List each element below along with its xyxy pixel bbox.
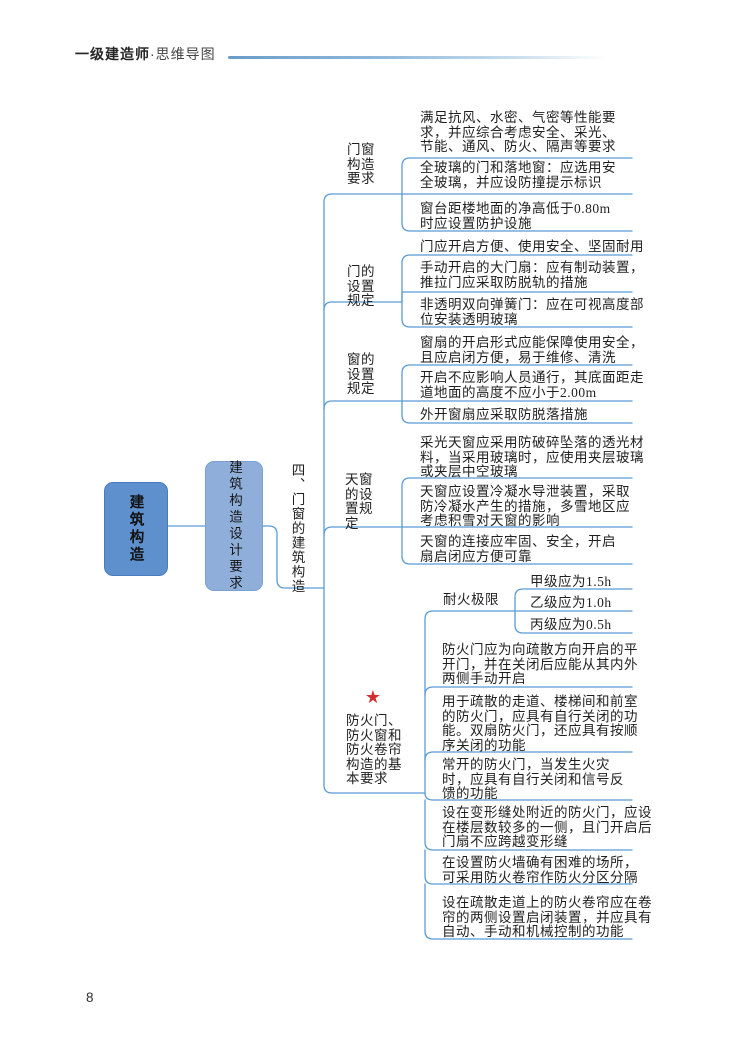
b4-leaf1: 采光天窗应采用防破碎坠落的透光材 料，当采用玻璃时，应使用夹层玻璃 或夹层中空玻… <box>420 435 644 479</box>
connector-branch4 <box>323 526 403 536</box>
connector-b1-leaf3 <box>401 193 633 232</box>
connector-b2-leaf2 <box>401 291 633 303</box>
connector-branch3 <box>323 400 403 410</box>
branch4-label: 天窗 的设 置规 定 <box>345 472 373 531</box>
b3-leaf1: 窗扇的开启形式应能保障使用安全， 且应启闭方便，易于维修、清洗 <box>420 335 644 365</box>
branch1-label: 门窗 构造 要求 <box>347 142 375 186</box>
fire-rating-b: 乙级应为1.0h <box>530 595 612 610</box>
root-node: 建筑构造 <box>104 482 168 576</box>
connector-rating-c <box>514 610 633 634</box>
b2-leaf2: 手动开启的大门扇：应有制动装置， 推拉门应采取防脱轨的措施 <box>420 260 644 290</box>
connector-b5-leaf5 <box>424 849 633 885</box>
b1-leaf2: 全玻璃的门和落地窗：应选用安 全玻璃，并应设防撞提示标识 <box>420 160 616 190</box>
b5-leaf3: 常开的防火门，当发生火灾 时，应具有自行关闭和信号反 馈的功能 <box>442 757 624 801</box>
page-number: 8 <box>86 990 94 1005</box>
b3-leaf3: 外开窗扇应采取防脱落措施 <box>420 407 588 422</box>
connector-level1-topic <box>260 525 325 589</box>
connector-b5-leaf4 <box>424 799 633 851</box>
b2-leaf1: 门应开启方便、使用安全、坚固耐用 <box>420 239 644 254</box>
connector-b1-leaf1 <box>401 157 633 195</box>
header-title-light: 思维导图 <box>155 46 216 62</box>
fire-rating-c: 丙级应为0.5h <box>530 617 612 632</box>
connector-b2-leaf3 <box>401 301 633 328</box>
connector-b2-leaf1 <box>401 254 633 303</box>
header-separator: · <box>150 46 156 62</box>
connector-b5-leaf2 <box>424 751 633 761</box>
topic-node-label: 四、门窗的建筑构造 <box>289 463 305 594</box>
b1-leaf3: 窗台距楼地面的净高低于0.80m 时应设置防护设施 <box>420 201 611 231</box>
connector-b5-firerating <box>424 610 516 794</box>
level1-node: 建筑构造设计要求 <box>205 460 263 592</box>
b4-leaf3: 天窗的连接应牢固、安全，开启 扇启闭应方便可靠 <box>420 534 616 564</box>
connector-rating-a <box>514 588 633 612</box>
b2-leaf3: 非透明双向弹簧门：应在可视高度部 位安装透明玻璃 <box>420 297 644 327</box>
connector-branch2 <box>323 301 403 311</box>
header-rule <box>228 56 606 59</box>
connector-spine <box>323 193 426 794</box>
b5-leaf1: 防火门应为向疏散方向开启的平 开门，并在关闭后应能从其内外 两侧手动开启 <box>442 642 638 686</box>
connector-b5-leaf3 <box>424 792 633 801</box>
page-header: 一级建造师·思维导图 <box>75 44 216 64</box>
branch2-label: 门的 设置 规定 <box>347 264 375 308</box>
connector-b5-leaf6 <box>424 883 633 940</box>
b5-leaf2: 用于疏散的走道、楼梯间和前室 的防火门，应具有自行关闭的功 能。双扇防火门，还应… <box>442 694 638 753</box>
connector-b4-leaf3 <box>401 526 633 565</box>
connector-b3-leaf1 <box>401 364 633 402</box>
fire-rating-label: 耐火极限 <box>443 592 499 607</box>
b4-leaf2: 天窗应设置冷凝水导泄装置，采取 防冷凝水产生的措施，多雪地区应 考虑积雪对天窗的… <box>420 484 630 528</box>
connector-b5-leaf1 <box>424 686 633 696</box>
branch5-label: 防火门、 防火窗和 防火卷帘 构造的基 本要求 <box>346 713 402 786</box>
b3-leaf2: 开启不应影响人员通行，其底面距走 道地面的高度不应小于2.00m <box>420 370 644 400</box>
star-icon: ★ <box>364 687 382 708</box>
b5-leaf5: 在设置防火墙确有困难的场所， 可采用防火卷帘作防火分区分隔 <box>442 855 638 885</box>
b1-leaf1: 满足抗风、水密、气密等性能要 求，并应综合考虑安全、采光、 节能、通风、防火、隔… <box>420 110 616 154</box>
level1-node-label: 建筑构造设计要求 <box>227 460 242 592</box>
header-title-bold: 一级建造师 <box>75 46 150 62</box>
connector-b3-leaf3 <box>401 400 633 424</box>
fire-rating-a: 甲级应为1.5h <box>530 574 612 589</box>
connector-b4-leaf1 <box>401 477 633 528</box>
root-node-label: 建筑构造 <box>127 494 144 564</box>
b5-leaf6: 设在疏散走道上的防火卷帘应在卷 帘的两侧设置启闭装置，并应具有 自动、手动和机械… <box>442 895 652 939</box>
branch3-label: 窗的 设置 规定 <box>347 352 375 396</box>
b5-leaf4: 设在变形缝处附近的防火门，应设 在楼层数较多的一侧，且门开启后 门扇不应跨越变形… <box>442 805 652 849</box>
